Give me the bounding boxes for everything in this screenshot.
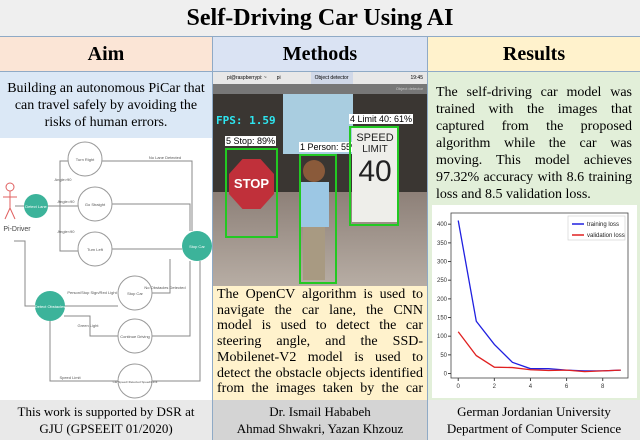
bbox-limit: [349, 126, 399, 226]
footer-support: This work is supported by DSR at GJU (GP…: [0, 400, 213, 440]
x-tick-label: 2: [493, 384, 497, 390]
results-column: The self-driving car model was trained w…: [428, 72, 640, 400]
legend-label: validation loss: [587, 233, 625, 239]
speed-limit-sign: SPEED LIMIT 40: [352, 128, 398, 222]
node-car-speed: Car Speed=Detected Speed/Limit: [113, 380, 158, 384]
node-go-straight: Go Straight: [85, 202, 106, 207]
stop-sign: STOP: [229, 159, 274, 209]
figure-head: [303, 160, 325, 182]
node-stop-car-main: Stop Car: [189, 244, 205, 249]
y-tick-label: 150: [437, 316, 448, 322]
use-case-diagram: Pi-Driver Detect Lane Detect Obstacles S…: [3, 141, 212, 399]
node-detect-lane: Detect Lane: [25, 204, 47, 209]
taskbar-window[interactable]: Object detector: [310, 72, 353, 84]
x-tick-label: 6: [565, 384, 569, 390]
footer-author-2: Ahmad Shwakri, Yazan Khzouz: [236, 421, 404, 436]
footer-university: German Jordanian University: [457, 404, 611, 419]
bbox-person: [299, 154, 337, 284]
methods-column: pi@raspberrypi: ~ pi Object detector 19:…: [213, 72, 428, 412]
edge-no-lane: No Lane Detected: [149, 155, 181, 160]
taskbar: pi@raspberrypi: ~ pi Object detector 19:…: [213, 72, 427, 84]
x-tick-label: 8: [601, 384, 605, 390]
plot-frame: [450, 212, 629, 379]
legend-box: [567, 215, 626, 241]
series-line-validation-loss: [457, 331, 621, 373]
label-person: 1 Person: 55%: [299, 142, 361, 152]
edge-green-light: Green Light: [78, 323, 100, 328]
edge-speed-limit: Speed Limit: [59, 375, 81, 380]
detection-screenshot: pi@raspberrypi: ~ pi Object detector 19:…: [213, 72, 427, 286]
figure-legs: [303, 227, 325, 280]
node-continue-driving: Continue Driving: [120, 334, 150, 339]
footer-support-line2: GJU (GPSEEIT 01/2020): [39, 421, 173, 436]
window-title: Object detector: [213, 84, 427, 94]
y-tick-label: 250: [437, 278, 448, 284]
x-tick-label: 4: [529, 384, 533, 390]
aim-header: Aim: [0, 37, 213, 72]
label-stop: 5 Stop: 89%: [225, 136, 277, 146]
y-tick-label: 50: [440, 353, 447, 359]
figure-body: [299, 182, 329, 227]
clock: 19:45: [410, 75, 423, 81]
loss-chart: 0 50 100 150 200 250 300 350 400 0 2 4 6 8 training lo…: [432, 205, 637, 398]
footer-support-line1: This work is supported by DSR at: [17, 404, 195, 419]
methods-text: The OpenCV algorithm is used to navigate…: [217, 287, 423, 412]
fps-readout: FPS: 1.59: [216, 114, 276, 127]
poster-title: Self-Driving Car Using AI: [0, 0, 640, 37]
edge-angle-eq: Angle=90: [57, 199, 75, 204]
label-limit: 4 Limit 40: 61%: [349, 114, 414, 124]
edge-angle-gt: Angle>90: [54, 177, 72, 182]
y-tick-label: 100: [437, 334, 448, 340]
aim-column: Building an autonomous PiCar that can tr…: [0, 72, 213, 400]
methods-header: Methods: [213, 37, 428, 72]
legend-label: training loss: [587, 222, 619, 228]
y-tick-label: 200: [437, 297, 448, 303]
actor-label: Pi-Driver: [3, 226, 31, 233]
bbox-stop: [225, 148, 278, 238]
edge-person-stop: Person/Stop Sign/Red Light: [67, 290, 117, 295]
node-turn-right: Turn Right: [76, 157, 95, 162]
node-stop-car: Stop Car: [127, 291, 143, 296]
edge-angle-lt: Angle<90: [57, 229, 75, 234]
taskbar-folder[interactable]: pi: [276, 75, 281, 81]
x-tick-label: 0: [457, 384, 461, 390]
node-detect-obstacles: Detect Obstacles: [35, 304, 65, 309]
results-text: The self-driving car model was trained w…: [436, 85, 632, 202]
y-tick-label: 400: [437, 222, 448, 228]
results-header: Results: [428, 37, 640, 72]
y-tick-label: 300: [437, 260, 448, 266]
y-tick-label: 0: [444, 372, 448, 378]
footer-institution: German Jordanian University Department o…: [428, 400, 640, 440]
footer-authors: Dr. Ismail Hababeh Ahmad Shwakri, Yazan …: [213, 400, 428, 440]
aim-text: Building an autonomous PiCar that can tr…: [0, 72, 212, 138]
node-turn-left: Turn Left: [87, 247, 104, 252]
footer-author-1: Dr. Ismail Hababeh: [269, 404, 371, 419]
footer-department: Department of Computer Science: [446, 421, 622, 436]
y-tick-label: 350: [437, 241, 448, 247]
taskbar-terminal[interactable]: pi@raspberrypi: ~: [227, 75, 267, 81]
edge-no-obstacles: No Obstacles Detected: [144, 285, 185, 290]
